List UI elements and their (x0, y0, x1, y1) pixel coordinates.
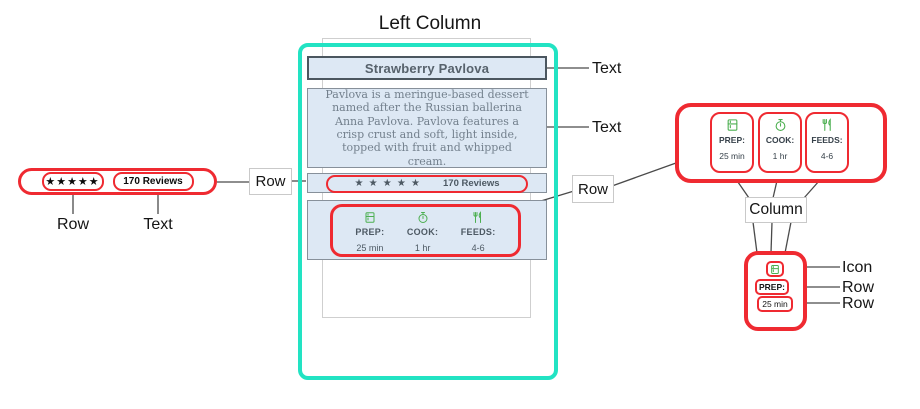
metric-label: FEEDS: (460, 227, 496, 237)
kitchen-icon (727, 119, 737, 131)
value-row-label: Row (842, 295, 875, 312)
metric-label: PREP: (759, 282, 785, 292)
reviews-count: 170 Reviews (443, 178, 500, 189)
kitchen-icon (365, 212, 375, 223)
metric-label: PREP: (719, 135, 745, 145)
icon-chip (766, 261, 784, 277)
metric-value: 4-6 (471, 243, 485, 253)
metric-cook: COOK: 1 hr (407, 207, 439, 254)
stars-chip: ★★★★★ (41, 172, 104, 191)
stars-row-label: Row (56, 216, 89, 233)
rating-row-detail: ★★★★★ 170 Reviews (18, 168, 217, 195)
metric-value: 4-6 (820, 151, 834, 161)
metrics-row-highlight: PREP: 25 min COOK: 1 hr (330, 204, 521, 257)
metric-label: COOK: (406, 227, 439, 237)
rating-row-callout: Row (249, 168, 292, 195)
metric-value: 25 min (762, 299, 788, 309)
metric-value: 1 hr (772, 151, 788, 161)
reviews-text-label: Text (143, 216, 173, 233)
description-text-callout: Text (592, 119, 622, 136)
metric-value: 1 hr (414, 243, 431, 253)
label-row-label: Row (842, 279, 875, 296)
recipe-description-box: Pavlova is a meringue-based dessert name… (307, 88, 547, 168)
reviews-chip: 170 Reviews (112, 172, 194, 191)
metric-label: FEEDS: (811, 135, 843, 145)
metric-value: 25 min (719, 151, 745, 161)
timer-icon (418, 212, 428, 223)
rating-row: ★ ★ ★ ★ ★ 170 Reviews (307, 173, 547, 193)
metric-label: COOK: (765, 135, 795, 145)
metrics-row: PREP: 25 min COOK: 1 hr (307, 200, 547, 260)
value-chip: 25 min (757, 296, 793, 312)
metric-feeds-detail: FEEDS: 4-6 (805, 112, 849, 173)
title-text-callout: Text (592, 60, 622, 77)
metric-item-detail: PREP: 25 min (744, 251, 807, 331)
column-callout: Column (745, 197, 807, 223)
rating-row-highlight: ★ ★ ★ ★ ★ 170 Reviews (326, 174, 528, 193)
metrics-row-callout: Row (572, 175, 614, 203)
metrics-row-detail: PREP: 25 min COOK: 1 hr FE (675, 103, 887, 183)
recipe-description: Pavlova is a meringue-based dessert name… (325, 88, 529, 168)
metric-prep-detail: PREP: 25 min (710, 112, 754, 173)
star-rating: ★ ★ ★ ★ ★ (354, 178, 422, 189)
metric-prep: PREP: 25 min (355, 207, 384, 254)
reviews-count: 170 Reviews (123, 176, 183, 187)
diagram-title: Left Column (378, 13, 482, 34)
restaurant-icon (473, 211, 482, 223)
timer-icon (775, 119, 785, 131)
metric-value: 25 min (356, 243, 384, 253)
label-chip: PREP: (755, 279, 789, 295)
kitchen-icon (771, 264, 779, 274)
icon-label: Icon (842, 259, 873, 276)
column-highlight-border (298, 43, 558, 380)
star-rating: ★★★★★ (45, 175, 100, 188)
metric-cook-detail: COOK: 1 hr (758, 112, 802, 173)
recipe-title: Strawberry Pavlova (307, 56, 547, 80)
metric-feeds: FEEDS: 4-6 (461, 207, 496, 254)
restaurant-icon (822, 118, 831, 131)
metric-label: PREP: (355, 227, 385, 237)
